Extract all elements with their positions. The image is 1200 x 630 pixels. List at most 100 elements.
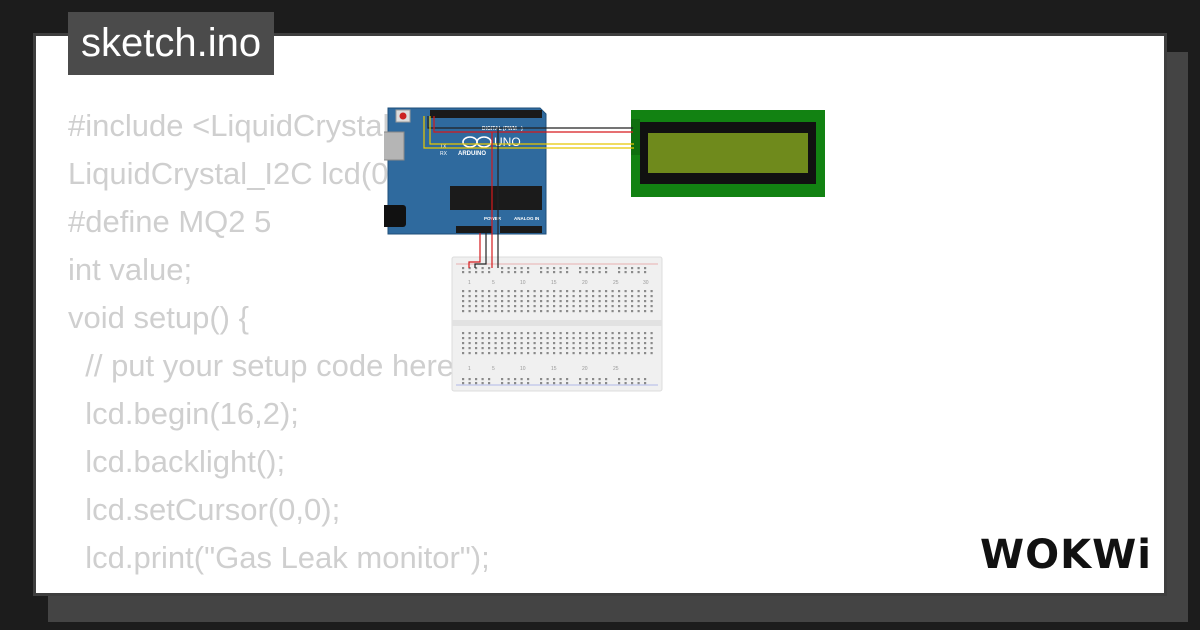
breadboard-hole: [488, 295, 491, 298]
breadboard-hole: [520, 290, 523, 293]
breadboard-hole: [566, 352, 569, 355]
breadboard-hole: [579, 347, 582, 350]
breadboard-hole: [559, 332, 562, 335]
model-label: UNO: [494, 135, 521, 149]
breadboard-hole: [468, 300, 471, 303]
arduino-uno-board[interactable]: DIGITAL (PWM ~) UNO ARDUINO TX RX POWER …: [384, 107, 547, 235]
breadboard-hole: [566, 382, 569, 385]
breadboard-hole: [598, 347, 601, 350]
breadboard-hole: [631, 300, 634, 303]
breadboard-hole: [611, 337, 614, 340]
breadboard-hole: [631, 267, 634, 270]
column-number: 30: [643, 280, 649, 286]
breadboard-hole: [533, 342, 536, 345]
rx-label: RX: [440, 151, 448, 157]
breadboard-hole: [559, 300, 562, 303]
breadboard-hole: [644, 382, 647, 385]
breadboard-hole: [598, 290, 601, 293]
breadboard-hole: [566, 378, 569, 381]
breadboard-hole: [546, 382, 549, 385]
breadboard-hole: [572, 295, 575, 298]
breadboard-hole: [488, 271, 491, 274]
breadboard-hole: [540, 347, 543, 350]
code-line: lcd.begin(16,2);: [68, 396, 299, 431]
breadboard-hole: [579, 337, 582, 340]
breadboard-hole: [475, 305, 478, 308]
power-header: [456, 226, 492, 233]
code-line: int value;: [68, 252, 193, 287]
breadboard-hole: [598, 332, 601, 335]
breadboard-hole: [624, 290, 627, 293]
breadboard-hole: [572, 300, 575, 303]
breadboard-hole: [553, 267, 556, 270]
file-tab[interactable]: sketch.ino: [68, 12, 275, 75]
breadboard-hole: [559, 378, 562, 381]
breadboard-hole: [527, 342, 530, 345]
breadboard-hole: [501, 382, 504, 385]
breadboard-hole: [468, 305, 471, 308]
breadboard-hole: [475, 382, 478, 385]
breadboard-hole: [481, 342, 484, 345]
breadboard-hole: [533, 347, 536, 350]
breadboard-hole: [572, 332, 575, 335]
breadboard-hole: [618, 271, 621, 274]
breadboard-hole: [494, 347, 497, 350]
breadboard-hole: [462, 342, 465, 345]
breadboard-hole: [520, 267, 523, 270]
breadboard-hole: [507, 347, 510, 350]
breadboard-hole: [462, 337, 465, 340]
breadboard-hole: [611, 300, 614, 303]
column-number: 10: [520, 366, 526, 372]
breadboard-hole: [507, 382, 510, 385]
breadboard-hole: [488, 332, 491, 335]
breadboard-hole: [650, 290, 653, 293]
breadboard-hole: [618, 295, 621, 298]
breadboard-hole: [553, 352, 556, 355]
arduino-logo: UNO ARDUINO: [458, 135, 521, 157]
breadboard-hole: [585, 305, 588, 308]
breadboard-hole: [507, 352, 510, 355]
breadboard-hole: [520, 305, 523, 308]
breadboard-hole: [637, 332, 640, 335]
breadboard-hole: [475, 310, 478, 313]
breadboard-hole: [546, 332, 549, 335]
breadboard-hole: [553, 300, 556, 303]
breadboard-hole: [481, 382, 484, 385]
breadboard-hole: [501, 342, 504, 345]
breadboard-hole: [501, 337, 504, 340]
breadboard-hole: [624, 271, 627, 274]
breadboard-hole: [650, 295, 653, 298]
breadboard-hole: [579, 332, 582, 335]
breadboard-hole: [553, 290, 556, 293]
breadboard-hole: [468, 271, 471, 274]
breadboard-hole: [540, 290, 543, 293]
breadboard-hole: [546, 337, 549, 340]
breadboard-hole: [631, 290, 634, 293]
breadboard-hole: [592, 332, 595, 335]
breadboard-hole: [631, 342, 634, 345]
breadboard-hole: [488, 352, 491, 355]
breadboard-hole: [618, 332, 621, 335]
breadboard-hole: [462, 305, 465, 308]
breadboard-hole: [494, 332, 497, 335]
breadboard-hole: [585, 310, 588, 313]
breadboard-hole: [475, 267, 478, 270]
breadboard-hole: [546, 352, 549, 355]
tx-label: TX: [440, 144, 447, 150]
breadboard-hole: [566, 342, 569, 345]
breadboard-hole: [546, 342, 549, 345]
breadboard-hole: [624, 295, 627, 298]
breadboard-hole: [592, 300, 595, 303]
lcd-1602-display[interactable]: [631, 110, 825, 197]
breadboard-hole: [559, 305, 562, 308]
breadboard-hole: [644, 305, 647, 308]
breadboard-hole: [559, 342, 562, 345]
breadboard-hole: [579, 271, 582, 274]
breadboard-hole: [507, 378, 510, 381]
column-number: 15: [551, 280, 557, 286]
breadboard-hole: [462, 332, 465, 335]
breadboard-hole: [501, 378, 504, 381]
breadboard-hole: [644, 271, 647, 274]
breadboard-hole: [468, 347, 471, 350]
breadboard-hole: [605, 300, 608, 303]
